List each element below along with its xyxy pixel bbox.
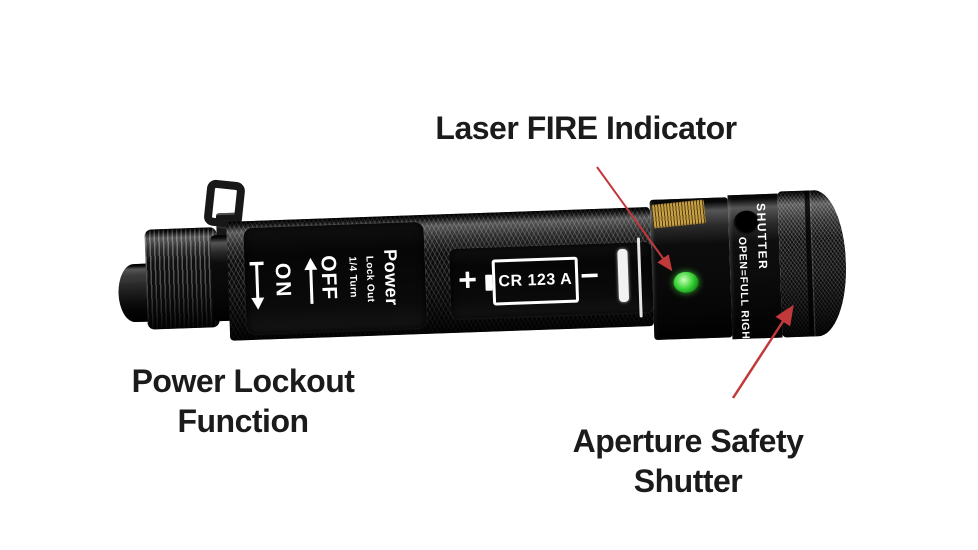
body-highlight-bar bbox=[617, 248, 630, 303]
indicator-band bbox=[649, 197, 733, 340]
device-body: Power Lock Out 1/4 Turn OFF ON + bbox=[226, 207, 654, 341]
callout-power-lockout: Power Lockout Function bbox=[83, 361, 403, 442]
callout-fire-text: Laser FIRE Indicator bbox=[435, 110, 737, 146]
callout-aperture-line1: Aperture Safety bbox=[572, 423, 804, 459]
laser-warning-label bbox=[650, 199, 707, 229]
tail-cap-knurled-ring bbox=[144, 227, 220, 330]
on-direction-arrow-icon bbox=[249, 261, 265, 310]
off-direction-arrow-icon bbox=[304, 257, 318, 304]
power-label: Power bbox=[380, 248, 403, 306]
power-lockout-panel: Power Lock Out 1/4 Turn OFF ON bbox=[243, 221, 427, 335]
shutter-ring: SHUTTER OPEN=FULL RIGHT → bbox=[727, 193, 783, 362]
callout-aperture-shutter: Aperture Safety Shutter bbox=[528, 421, 848, 502]
shutter-engraving: SHUTTER bbox=[753, 202, 771, 271]
callout-lockout-line2: Function bbox=[177, 403, 309, 440]
lock-out-label: Lock Out bbox=[363, 255, 376, 303]
open-full-right-engraving: OPEN=FULL RIGHT → bbox=[735, 236, 753, 363]
callout-aperture-line2: Shutter bbox=[633, 463, 743, 500]
fire-indicator-led bbox=[673, 271, 699, 294]
quarter-turn-label: 1/4 Turn bbox=[346, 256, 359, 298]
battery-type-label: CR 123 A bbox=[498, 270, 573, 291]
cap-groove bbox=[804, 190, 815, 337]
battery-minus-symbol: − bbox=[579, 256, 600, 294]
battery-outline: CR 123 A bbox=[491, 256, 580, 306]
battery-plus-symbol: + bbox=[457, 261, 478, 298]
callout-lockout-line1: Power Lockout bbox=[131, 363, 355, 399]
on-label: ON bbox=[270, 262, 295, 299]
aperture-shutter-knurled-cap bbox=[777, 189, 849, 338]
callout-laser-fire-indicator: Laser FIRE Indicator bbox=[421, 108, 751, 148]
